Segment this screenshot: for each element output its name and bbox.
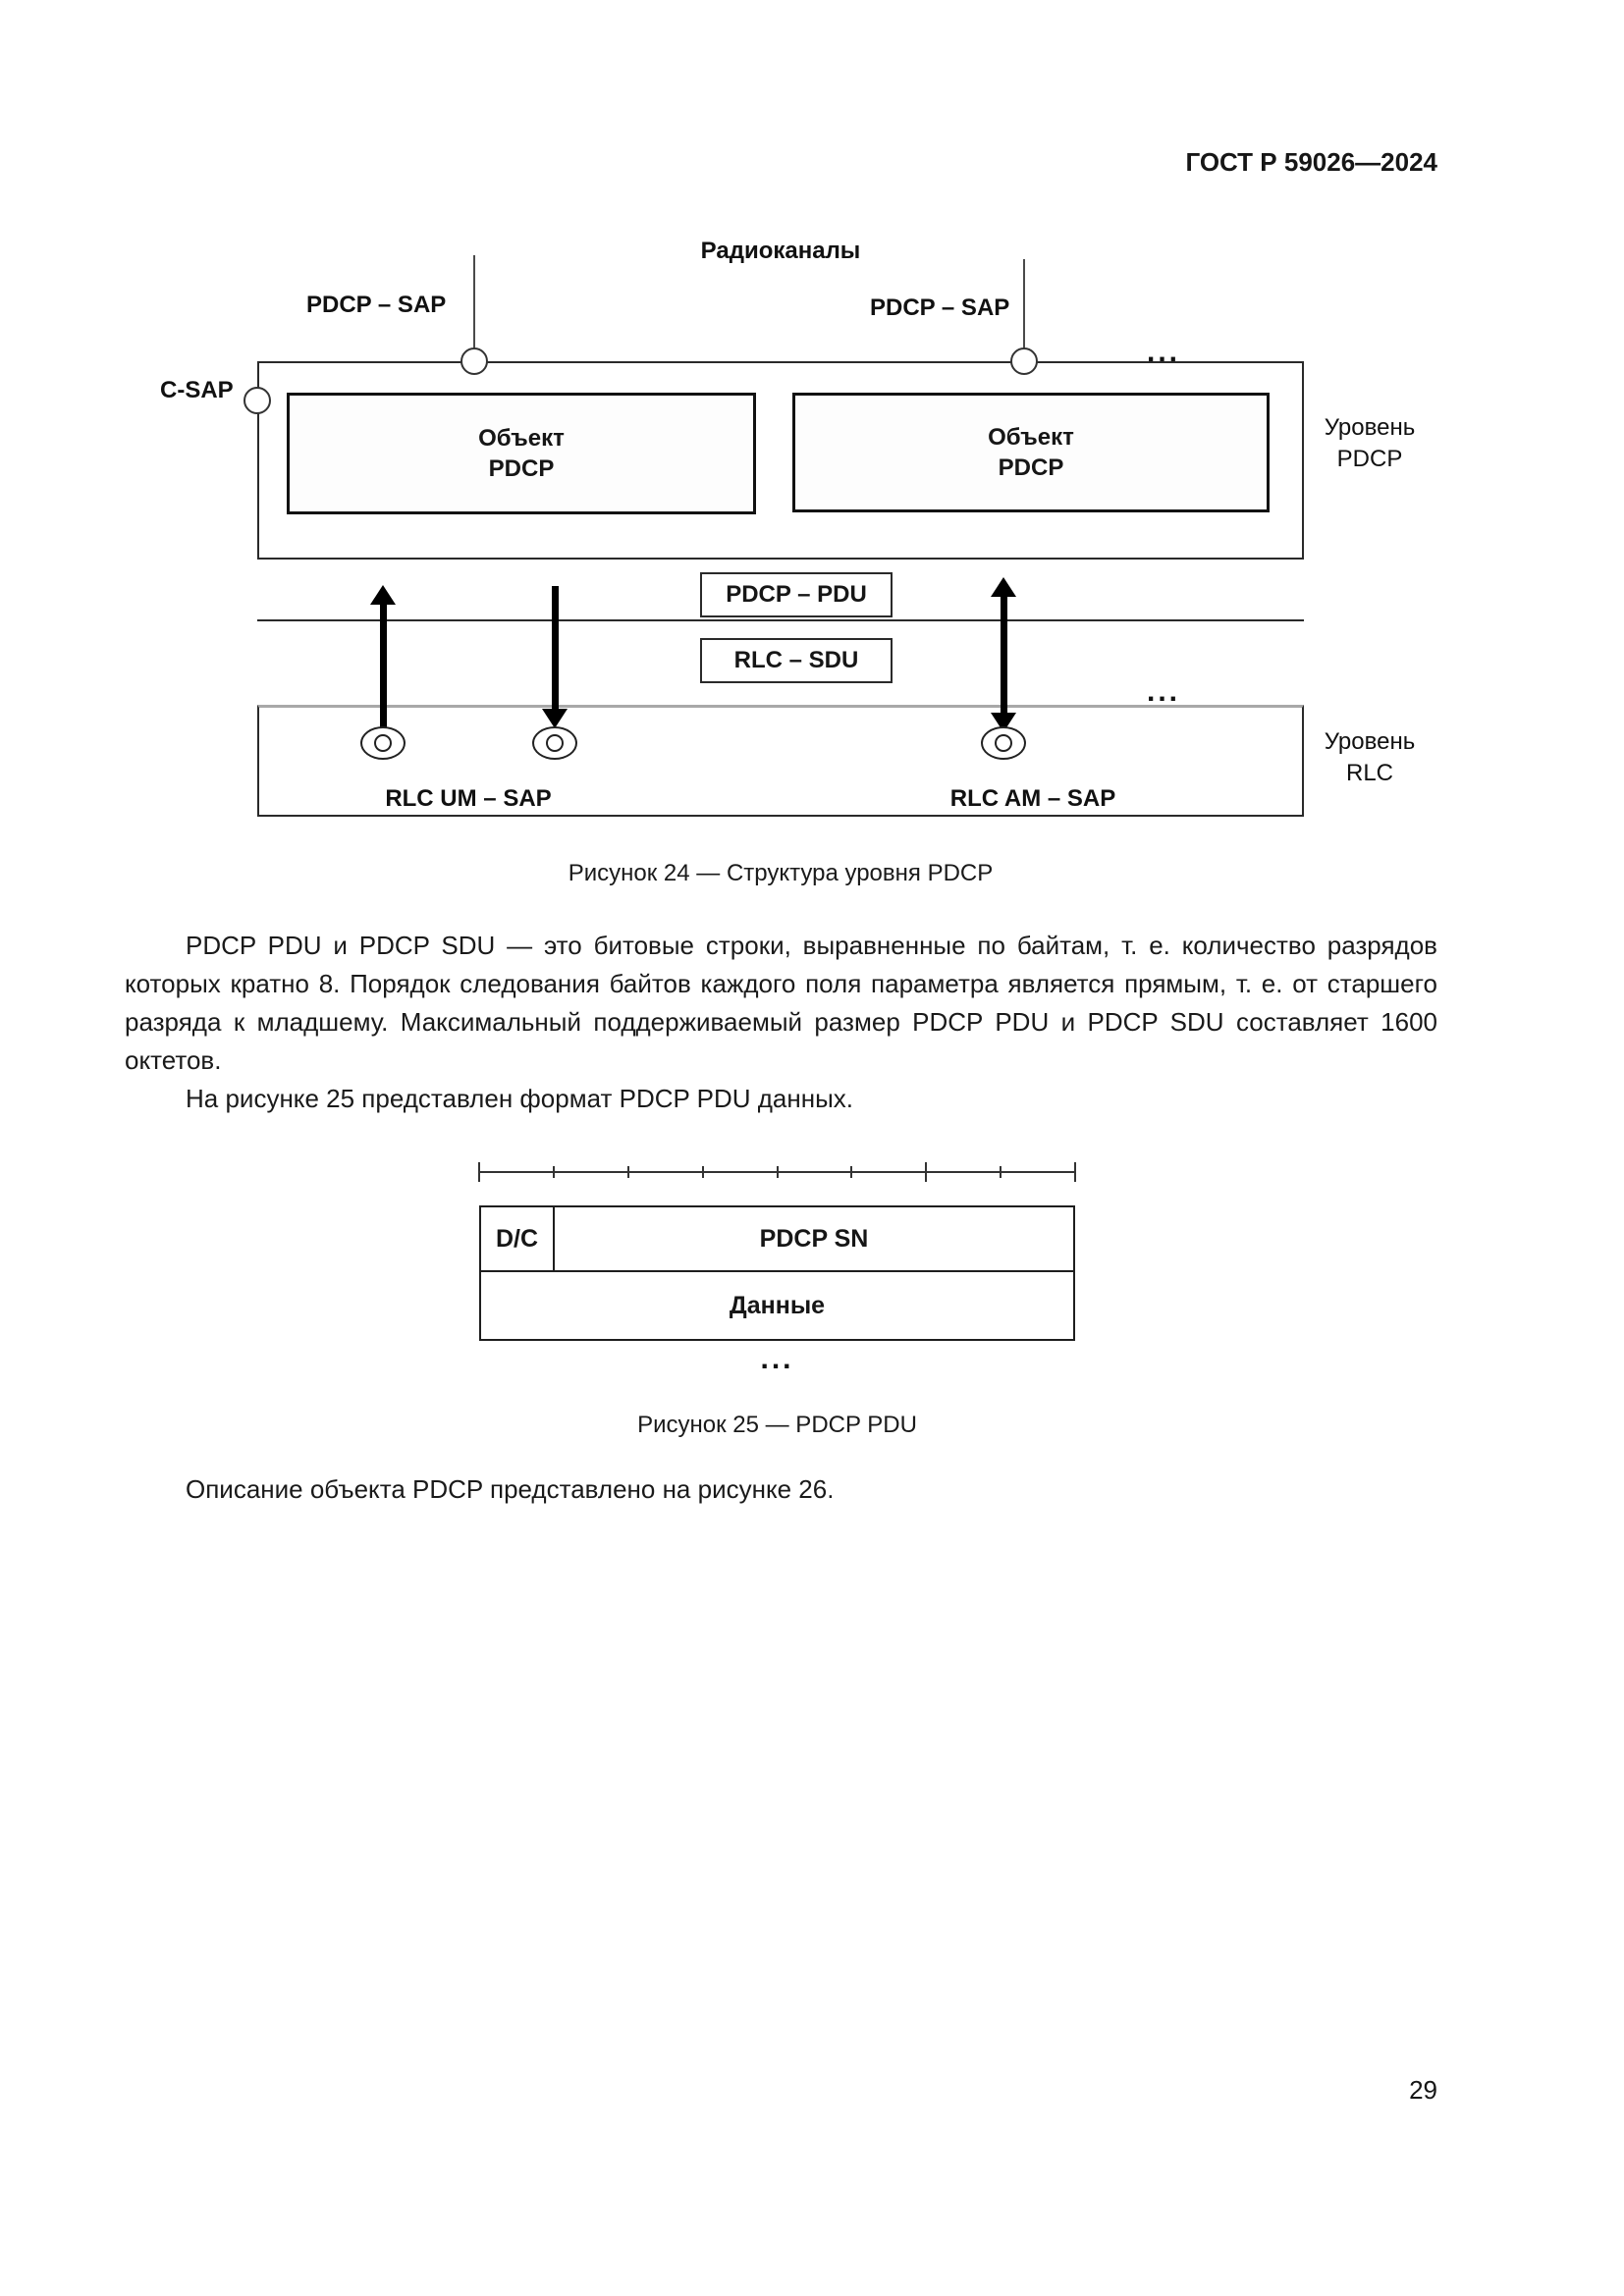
pdcp-pdu-label: PDCP – PDU — [726, 581, 867, 608]
data-field: Данные — [479, 1270, 1075, 1341]
pdcp-sn-field: PDCP SN — [553, 1205, 1075, 1272]
ruler-tick — [925, 1162, 928, 1182]
ruler-tick — [776, 1166, 779, 1178]
figure-24-caption: Рисунок 24 — Структура уровня PDCP — [568, 860, 994, 886]
ruler-tick — [1074, 1162, 1076, 1182]
ellipsis-bottom-icon: ... — [1147, 675, 1181, 708]
down-arrow-icon — [542, 586, 568, 728]
ellipsis-top-icon: ... — [1147, 336, 1181, 368]
radio-channel-line-left — [473, 255, 475, 349]
pdcp-entity-box-right: Объект PDCP — [792, 393, 1270, 512]
rlc-layer-label: Уровень RLC — [1324, 728, 1416, 787]
pdcp-layer-label: Уровень PDCP — [1324, 414, 1416, 473]
pdcp-sap-circle-right — [1010, 347, 1038, 375]
radio-channels-label: Радиоканалы — [700, 238, 861, 264]
bit-scale-ruler — [478, 1162, 1076, 1182]
rlc-am-sap-ellipse — [981, 726, 1026, 760]
pdcp-sap-label-right: PDCP – SAP — [870, 294, 1010, 321]
ruler-tick — [701, 1166, 704, 1178]
closing-text-block: Описание объекта PDCP представлено на ри… — [125, 1470, 1437, 1509]
pdcp-pdu-box: PDCP – PDU — [700, 572, 893, 617]
radio-channel-line-right — [1023, 259, 1025, 349]
table-ellipsis-icon: ... — [760, 1343, 794, 1375]
figure-25-caption: Рисунок 25 — PDCP PDU — [637, 1412, 917, 1438]
pdcp-pdu-format-table: D/C PDCP SN Данные — [479, 1205, 1075, 1341]
c-sap-label: C-SAP — [160, 377, 234, 403]
pdcp-sap-circle-left — [460, 347, 488, 375]
body-text-block: PDCP PDU и PDCP SDU — это битовые строки… — [125, 927, 1437, 1118]
rlc-sdu-label: RLC – SDU — [733, 647, 859, 673]
rlc-layer-box — [257, 705, 1304, 817]
paragraph-figure-26-intro: Описание объекта PDCP представлено на ри… — [186, 1474, 835, 1504]
ruler-tick — [1000, 1166, 1002, 1178]
layer-divider-line — [257, 619, 1304, 621]
rlc-um-sap-ellipse-1 — [360, 726, 406, 760]
page-header: ГОСТ Р 59026—2024 — [1185, 147, 1437, 177]
rlc-um-sap-ellipse-2 — [532, 726, 577, 760]
rlc-sdu-box: RLC – SDU — [700, 638, 893, 683]
sap-inner-circle — [546, 734, 564, 752]
up-arrow-icon — [370, 585, 396, 728]
rlc-am-sap-label: RLC AM – SAP — [949, 785, 1116, 812]
double-arrow-icon — [991, 577, 1016, 732]
ruler-tick — [850, 1166, 853, 1178]
pdcp-layer-box — [257, 361, 1304, 560]
paragraph-figure-25-intro: На рисунке 25 представлен формат PDCP PD… — [186, 1084, 853, 1113]
sap-inner-circle — [374, 734, 392, 752]
pdu-header-row: D/C PDCP SN — [479, 1205, 1075, 1272]
ruler-tick — [552, 1166, 555, 1178]
pdcp-entity-label-left: Объект PDCP — [478, 424, 565, 482]
dc-field: D/C — [479, 1205, 555, 1272]
rlc-um-sap-label: RLC UM – SAP — [385, 785, 552, 812]
sap-inner-circle — [995, 734, 1012, 752]
c-sap-circle — [244, 387, 271, 414]
paragraph-pdcp-pdu-sdu: PDCP PDU и PDCP SDU — это битовые строки… — [125, 931, 1437, 1075]
ruler-tick — [478, 1162, 480, 1182]
ruler-tick — [626, 1166, 629, 1178]
page-number: 29 — [1409, 2075, 1437, 2105]
pdcp-entity-box-left: Объект PDCP — [287, 393, 756, 514]
pdcp-entity-label-right: Объект PDCP — [988, 423, 1074, 481]
pdcp-sap-label-left: PDCP – SAP — [306, 292, 447, 318]
